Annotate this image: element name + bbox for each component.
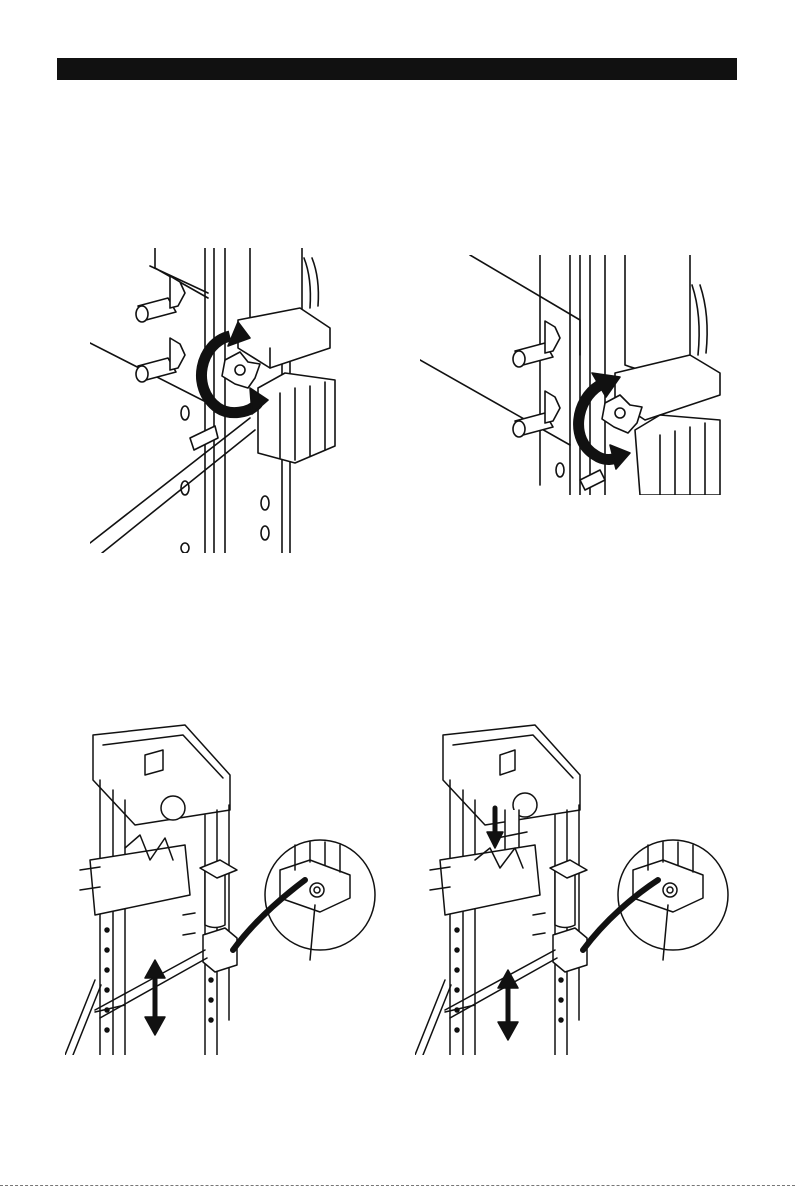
page-bottom-dashed-rule: [0, 1185, 795, 1186]
figure-press-pump-lower: [415, 720, 730, 1055]
figure-release-valve-open: [90, 248, 345, 553]
figure-press-pump-raise: [65, 720, 380, 1055]
section-header-bar: [57, 58, 737, 80]
figure-release-valve-close: [420, 255, 730, 495]
